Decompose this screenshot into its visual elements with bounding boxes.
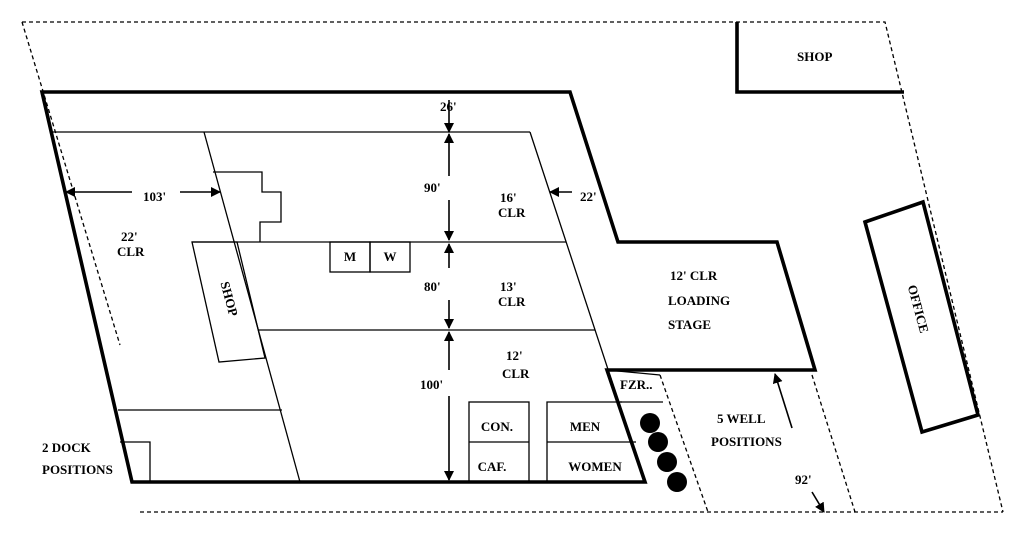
well-marker xyxy=(648,432,668,452)
clr-12-value: 12' xyxy=(506,348,523,363)
dim-100-label: 100' xyxy=(420,377,443,392)
clr-22-text: CLR xyxy=(117,244,145,259)
dim-80-label: 80' xyxy=(424,279,441,294)
dim-26-label: 26' xyxy=(440,99,457,114)
clr-12-text: CLR xyxy=(502,366,530,381)
shop-building: SHOP xyxy=(735,22,904,94)
clr-13-text: CLR xyxy=(498,294,526,309)
well-marker xyxy=(667,472,687,492)
loading-label: LOADING xyxy=(668,293,730,308)
clr-22-value: 22' xyxy=(121,229,138,244)
dock-count-label: 2 DOCK xyxy=(42,440,92,455)
inner-shop-label: SHOP xyxy=(218,280,242,318)
vertical-dimensions: 26' 90' 80' 100' xyxy=(420,99,457,481)
dim-103: 103' xyxy=(65,187,221,204)
clear-height-labels: 22' CLR 16' CLR 13' CLR 12' CLR xyxy=(117,190,530,381)
con-caf-rooms: CON. CAF. xyxy=(468,401,530,483)
dock-positions-text: 2 DOCK POSITIONS xyxy=(42,440,113,477)
inner-shop: SHOP xyxy=(191,241,266,363)
clr-13-value: 13' xyxy=(500,279,517,294)
well-positions xyxy=(640,413,687,492)
fzr-label: FZR.. xyxy=(620,377,653,392)
caf-label: CAF. xyxy=(478,459,507,474)
clr-16-value: 16' xyxy=(500,190,517,205)
shop-building-label: SHOP xyxy=(797,49,832,64)
men-women-rooms: MEN WOMEN xyxy=(546,401,636,482)
dim-90-label: 90' xyxy=(424,180,441,195)
freezer-area: FZR.. xyxy=(620,377,663,403)
con-label: CON. xyxy=(481,419,513,434)
loading-stage: 12' CLR LOADING STAGE xyxy=(668,268,730,332)
dim-103-label: 103' xyxy=(143,189,166,204)
dim-92: 92' xyxy=(772,373,825,513)
dim-92-label: 92' xyxy=(795,472,812,487)
clr-16-text: CLR xyxy=(498,205,526,220)
dim-22-right-label: 22' xyxy=(580,189,597,204)
well-count-label: 5 WELL xyxy=(717,411,766,426)
stage-label: STAGE xyxy=(668,317,711,332)
dim-22-right: 22' xyxy=(549,187,597,204)
men-room-label: M xyxy=(344,249,356,264)
women-room-label: W xyxy=(384,249,397,264)
dock-positions-label: POSITIONS xyxy=(42,462,113,477)
property-boundary xyxy=(21,21,1004,513)
well-marker xyxy=(657,452,677,472)
office-building: OFFICE xyxy=(862,199,981,435)
well-marker xyxy=(640,413,660,433)
interior-walls xyxy=(52,131,661,483)
main-building-outline xyxy=(39,90,818,484)
restroom-boxes: M W xyxy=(329,241,411,273)
loading-clr-label: 12' CLR xyxy=(670,268,718,283)
well-positions-label: POSITIONS xyxy=(711,434,782,449)
men-label: MEN xyxy=(570,419,601,434)
office-label: OFFICE xyxy=(905,283,932,334)
well-positions-text: 5 WELL POSITIONS xyxy=(711,411,782,449)
women-label: WOMEN xyxy=(568,459,622,474)
